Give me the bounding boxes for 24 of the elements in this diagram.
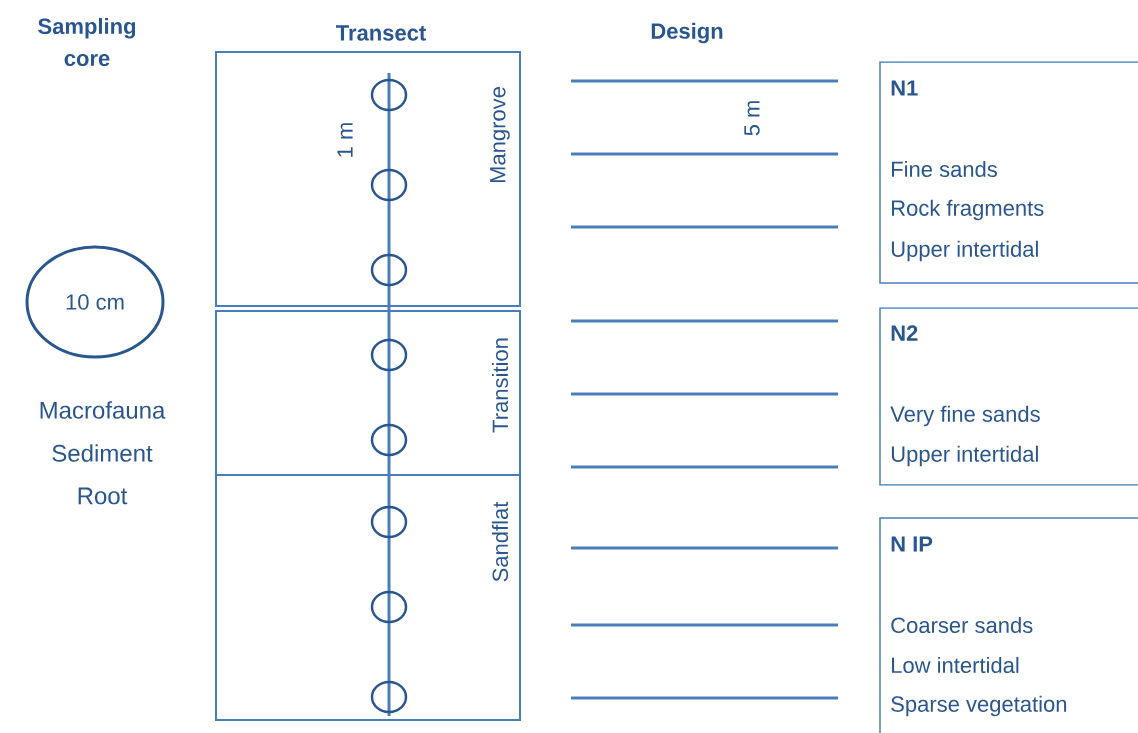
site-feature: Fine sands <box>892 160 997 178</box>
column-heading: Design <box>651 22 723 44</box>
site-feature: Coarser sands <box>891 616 1033 634</box>
site-box <box>879 517 1138 733</box>
zone-label: Mangrove <box>490 87 510 183</box>
sample-type: Macrofauna <box>40 401 166 419</box>
dimension-label: 5 m <box>744 101 760 136</box>
site-feature: Very fine sands <box>890 405 1040 427</box>
site-name: N1 <box>891 80 918 96</box>
site-feature: Sparse vegetation <box>891 695 1067 717</box>
zone-label: Transition <box>491 338 509 433</box>
site-feature: Upper intertidal <box>891 240 1038 262</box>
site-feature: Upper intertidal <box>891 445 1038 467</box>
sample-type: Root <box>78 487 128 505</box>
dimension-label: 1 m <box>337 123 353 157</box>
site-feature: Low intertidal <box>892 656 1019 674</box>
site-box <box>879 61 1138 284</box>
site-name: N2 <box>891 325 918 341</box>
site-name: N IP <box>891 536 933 552</box>
column-heading: Sampling core <box>38 17 136 67</box>
zone-label: Sandflat <box>491 501 509 582</box>
site-box <box>879 307 1138 486</box>
sample-type: Sediment <box>52 444 153 462</box>
site-feature: Rock fragments <box>892 199 1044 221</box>
